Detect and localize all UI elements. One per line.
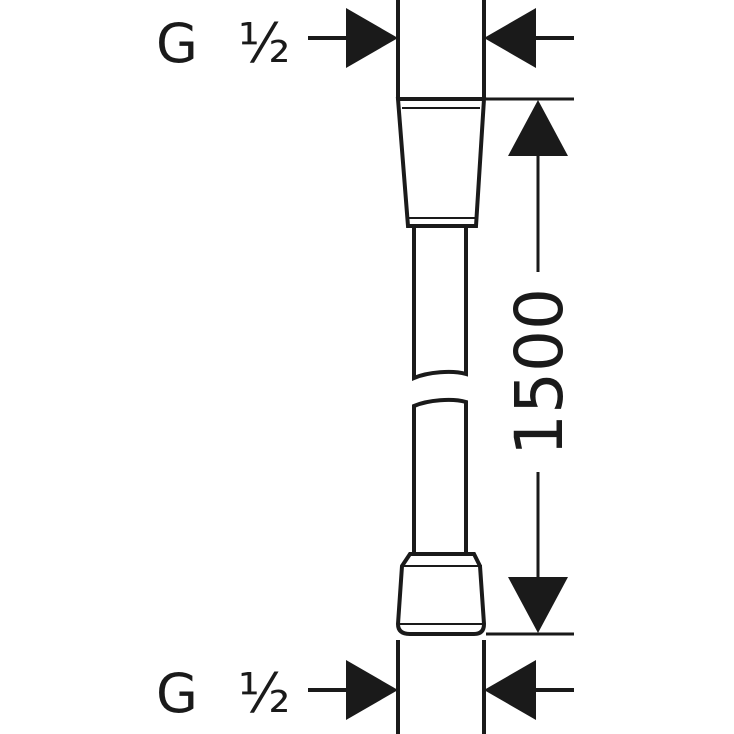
- top-thread-letter: G: [156, 12, 198, 75]
- length-dimension: 1500: [486, 97, 578, 636]
- bottom-left-arrow-head: [346, 660, 398, 720]
- bottom-thread-letter: G: [156, 662, 198, 725]
- top-fitting: [395, 97, 487, 228]
- bottom-thread-size: ½: [238, 662, 290, 725]
- top-thread-callout: G ½: [156, 0, 574, 100]
- bottom-thread-callout: G ½: [156, 640, 574, 734]
- bottom-right-arrow-head: [484, 660, 536, 720]
- upper-hose-segment: [412, 226, 468, 382]
- bottom-fitting: [395, 552, 487, 636]
- length-down-arrow-head: [508, 577, 568, 633]
- lower-hose-segment: [412, 397, 468, 554]
- length-value: 1500: [501, 288, 578, 456]
- hose-body: [395, 97, 487, 636]
- top-left-arrow-head: [346, 8, 398, 68]
- length-up-arrow-head: [508, 100, 568, 156]
- top-right-arrow-head: [484, 8, 536, 68]
- top-thread-size: ½: [238, 12, 290, 75]
